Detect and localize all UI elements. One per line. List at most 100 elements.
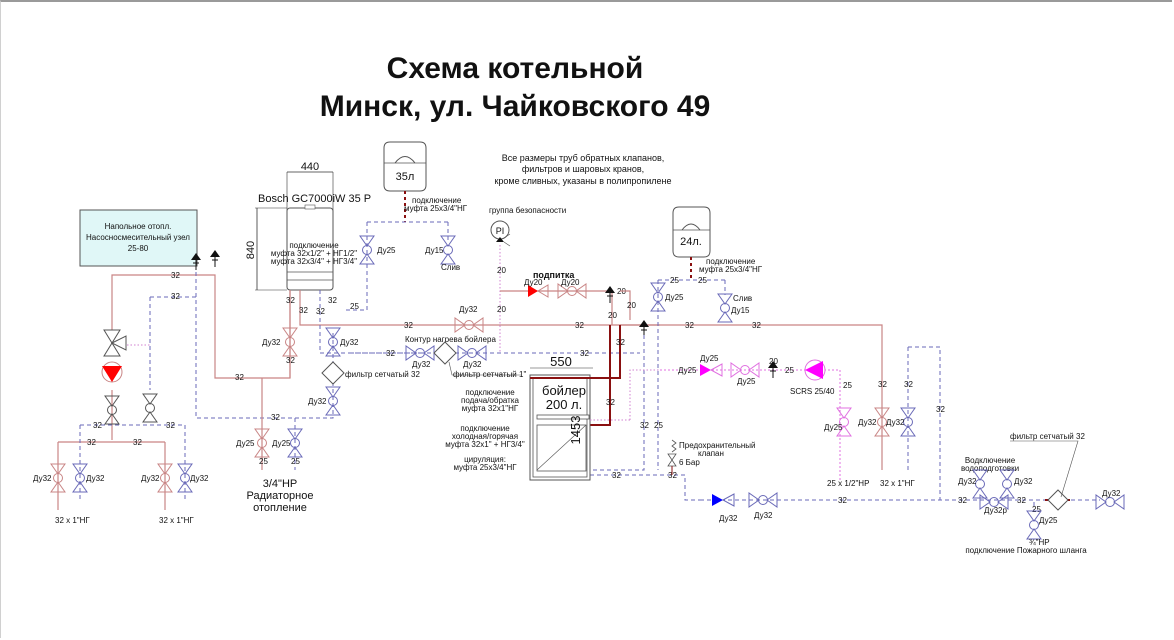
boiler-return-valve-label: Ду32 xyxy=(340,338,359,347)
water-heater: 550 бойлер 200 л. 1453 xyxy=(529,354,593,481)
cold-check-valve-icon xyxy=(712,493,735,507)
floor-heating-line-3: 25-80 xyxy=(128,244,149,253)
circulation-valve-label: Ду25 xyxy=(737,377,756,386)
water-heater-conn-b-2: холодная/горячая xyxy=(452,432,518,441)
pipe-size-label: 25 xyxy=(785,366,794,375)
boiler-circuit-valve-2-label: Ду32 xyxy=(463,360,482,369)
pipe-size-label: 32 xyxy=(640,421,649,430)
floor-heating-unit: Напольное отопл. Насосносмесительный узе… xyxy=(79,209,198,267)
boiler-conn-1: подключение xyxy=(289,241,339,250)
pipe-size-label: 32 xyxy=(316,307,325,316)
dhw-red-valve-label: Ду32 xyxy=(858,418,877,427)
boiler-return-valve-2-label: Ду32 xyxy=(308,397,327,406)
circulation-check-valve-icon xyxy=(700,363,723,377)
treatment-right-valve-icon[interactable] xyxy=(999,469,1015,499)
pipe-size-label: 32 xyxy=(1017,496,1026,505)
pipe-size-label: 20 xyxy=(608,311,617,320)
mixing-valve-icon[interactable] xyxy=(103,329,127,357)
floor-out-valve-2-label: Ду32 xyxy=(86,474,105,483)
pipe-size-label: 32 xyxy=(133,438,142,447)
pipe-size-label: 32 xyxy=(958,496,967,505)
relief-valve-label-2: клапан xyxy=(698,449,724,458)
tank-24-drain-valve-icon[interactable] xyxy=(717,293,733,323)
tank-35-label: 35л xyxy=(396,171,415,183)
pipe-size-label: 32 xyxy=(299,306,308,315)
water-heater-label-2: 200 л. xyxy=(546,397,583,412)
dhw-blue-valve-label: Ду32 xyxy=(886,418,905,427)
water-heater-width-dim: 550 xyxy=(550,354,572,369)
makeup-label: подпитка xyxy=(533,270,575,280)
boiler-circuit-label: Контур нагрева бойлера xyxy=(405,335,496,344)
floor-pump-icon[interactable] xyxy=(101,361,123,383)
pipe-size-label: 32 xyxy=(235,373,244,382)
pipe-size-label: 32 xyxy=(878,380,887,389)
pipe-size-label: 32 xyxy=(386,349,395,358)
water-treatment-label-2: водоподготовки xyxy=(961,464,1019,473)
pipe-size-label: 32 xyxy=(404,321,413,330)
boiler-circuit-valve-1-label: Ду32 xyxy=(412,360,431,369)
pipe-size-label: 25 xyxy=(698,276,707,285)
tank-35-drain-valve-label: Ду15 xyxy=(425,246,444,255)
tank-24-valve-label: Ду25 xyxy=(665,293,684,302)
pipe-size-label: 25 xyxy=(350,302,359,311)
water-heater-conn-c-1: цируляция: xyxy=(464,455,506,464)
water-heater-conn-b-3: муфта 32х1" + НГ3/4" xyxy=(445,440,525,449)
boiler-conn-3: муфта 32х3/4" + НГ3/4" xyxy=(271,257,357,266)
circulation-pump-icon[interactable] xyxy=(804,359,826,381)
fire-hose-size: 25 xyxy=(1032,505,1041,514)
radiator-label-2: отопление xyxy=(253,502,307,514)
tank-35-valve-label: Ду25 xyxy=(377,246,396,255)
circulation-check-valve-label: Ду25 xyxy=(700,354,719,363)
boiler-circuit-strainer-icon xyxy=(433,341,457,365)
pipe-size-label: 32 xyxy=(166,421,175,430)
pipe-size-label: 32 xyxy=(87,438,96,447)
water-heater-conn-a-1: подключение xyxy=(465,388,515,397)
radiator-label-1: Радиаторное xyxy=(247,490,314,502)
floor-out-right-label: 32 х 1"НГ xyxy=(159,516,194,525)
pipe-size-label: 32 xyxy=(286,296,295,305)
pipe-size-label: 32 xyxy=(271,413,280,422)
title-line-1: Схема котельной xyxy=(387,52,644,85)
circulation-pump-label: SCRS 25/40 xyxy=(790,387,835,396)
expansion-tank-24: 24л. xyxy=(672,206,711,258)
gas-boiler: 440 Bosch GC7000iW 35 P 840 подключение … xyxy=(245,161,371,291)
pipe-size-label: 25 xyxy=(654,421,663,430)
floor-out-valve-4-label: Ду32 xyxy=(190,474,209,483)
pipe-size-label: 32 xyxy=(171,292,180,301)
safety-group-label: группа безопасности xyxy=(489,206,566,215)
pipe-size-label: 32 xyxy=(936,405,945,414)
boiler-circuit-top-valve-label: Ду32 xyxy=(459,305,478,314)
tank-35-drain-label: Слив xyxy=(441,263,460,272)
tank-24-label: 24л. xyxy=(680,236,702,248)
pipe-size-label: 32 xyxy=(93,421,102,430)
pipe-size-label: 32 xyxy=(580,349,589,358)
treatment-bypass-valve-label: Ду32р xyxy=(984,506,1007,515)
tank-24-drain-valve-label: Ду15 xyxy=(731,306,750,315)
floor-out-left-label: 32 х 1"НГ xyxy=(55,516,90,525)
floor-heating-line-1: Напольное отопл. xyxy=(105,222,172,231)
note-line-3: кроме сливных, указаны в полипропилене xyxy=(494,176,671,186)
pipe-size-label: 20 xyxy=(497,266,506,275)
pipe-size-label: 20 xyxy=(769,357,778,366)
radiator-thread-label: 3/4"НР xyxy=(263,478,297,490)
pipe-size-label: 32 xyxy=(612,471,621,480)
water-heater-conn-a-2: подача/обратка xyxy=(461,396,519,405)
pipe-size-label: 32 xyxy=(668,471,677,480)
boiler-conn-2: муфта 32х1/2" + НГ1/2" xyxy=(271,249,357,258)
floor-out-valve-3-label: Ду32 xyxy=(141,474,160,483)
water-heater-conn-b-1: подключение xyxy=(460,424,510,433)
relief-valve-icon xyxy=(667,439,677,475)
tank-24-conn-2: муфта 25х3/4"НГ xyxy=(699,265,763,274)
water-treatment-label-1: Водключение xyxy=(965,456,1016,465)
pipe-size-label: 32 xyxy=(606,398,615,407)
cold-valve-label: Ду32 xyxy=(754,511,773,520)
floor-out-valve-1-label: Ду32 xyxy=(33,474,52,483)
tank-24-drain-label: Слив xyxy=(733,294,752,303)
expansion-tank-35: 35л xyxy=(383,141,427,192)
title-line-2: Минск, ул. Чайковского 49 xyxy=(320,90,711,123)
boiler-width-dim: 440 xyxy=(301,161,319,173)
main-inlet-valve-label: Ду32 xyxy=(1102,489,1121,498)
tank-35-conn-1: подключение xyxy=(412,196,462,205)
relief-valve-pressure: 6 Бар xyxy=(679,458,700,467)
floor-valve-b-icon[interactable] xyxy=(142,393,158,423)
